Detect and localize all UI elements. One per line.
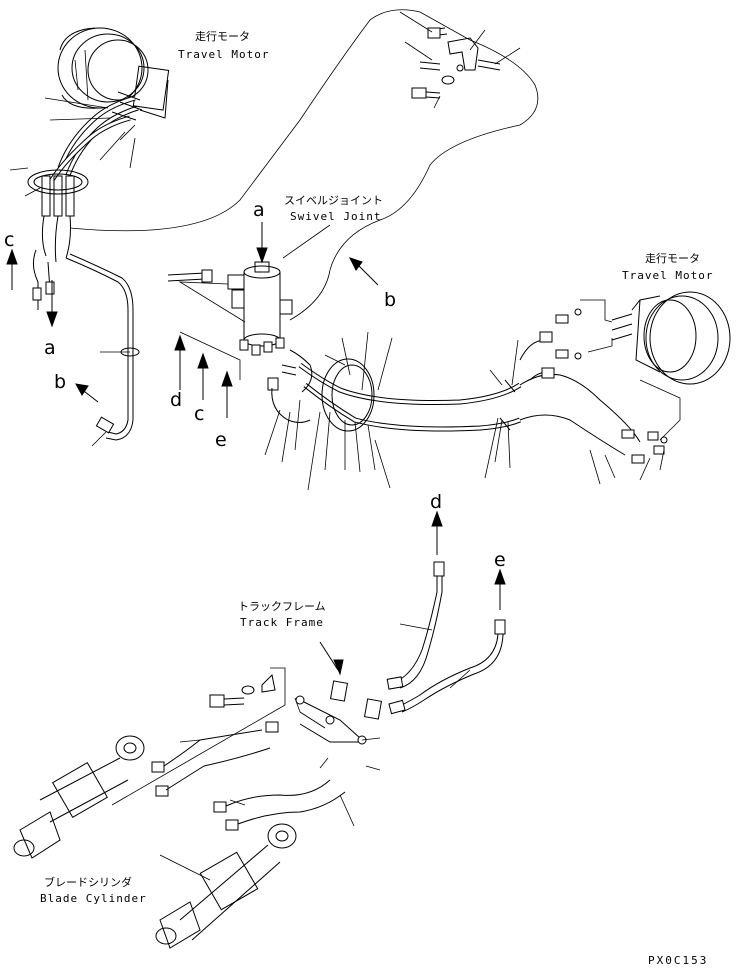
travel-motor-left-label-jp: 走行モータ: [195, 30, 250, 43]
drawing-code: PX0C153: [648, 954, 708, 967]
travel-motor-right-label-jp: 走行モータ: [645, 252, 700, 265]
blade-cylinder-label-jp: ブレードシリンダ: [44, 875, 132, 889]
swivel-joint-label-en: Swivel Joint: [290, 210, 381, 223]
ref-b-left: b: [54, 371, 66, 393]
ref-d-bottom: d: [430, 491, 442, 513]
d-e-hoses: [386, 561, 506, 715]
track-frame-label-en: Track Frame: [240, 616, 324, 629]
travel-motor-left-label-en: Travel Motor: [178, 48, 269, 61]
right-motor-fittings: [555, 299, 681, 464]
track-frame-parts: [111, 667, 383, 806]
ref-a-left: a: [44, 337, 56, 359]
leader-lines: [9, 11, 665, 827]
swivel-outline: [178, 281, 246, 380]
ref-e-mid: e: [215, 429, 227, 451]
swivel-joint-label-jp: スイベルジョイント: [284, 194, 383, 207]
travel-motor-right: [611, 291, 731, 385]
ref-c-left: c: [4, 229, 14, 251]
travel-motor-left: [57, 27, 170, 119]
ref-c-mid: c: [194, 403, 204, 425]
track-frame-label-jp: トラックフレーム: [238, 600, 326, 613]
ref-b-mid: b: [384, 289, 396, 311]
top-bracket-assembly: [411, 27, 501, 99]
ref-d-mid: d: [170, 389, 182, 411]
blade-cylinder-upper: [13, 721, 279, 859]
left-motor-hoses: [49, 91, 143, 182]
blade-cylinder-label-en: Blade Cylinder: [40, 892, 147, 905]
swivel-lower-hoses: [271, 349, 313, 423]
reference-arrows: [6, 222, 506, 676]
overview-outline: [69, 9, 539, 321]
swivel-to-right-motor-hoses: [298, 331, 641, 456]
blade-cylinder-lower: [155, 779, 346, 949]
ref-a-top: a: [253, 199, 265, 221]
ref-e-bottom: e: [494, 549, 506, 571]
left-hose-clamp-block: [27, 169, 89, 310]
swivel-joint: [167, 261, 293, 391]
travel-motor-right-label-en: Travel Motor: [622, 269, 713, 282]
left-long-pipe: [65, 253, 140, 441]
